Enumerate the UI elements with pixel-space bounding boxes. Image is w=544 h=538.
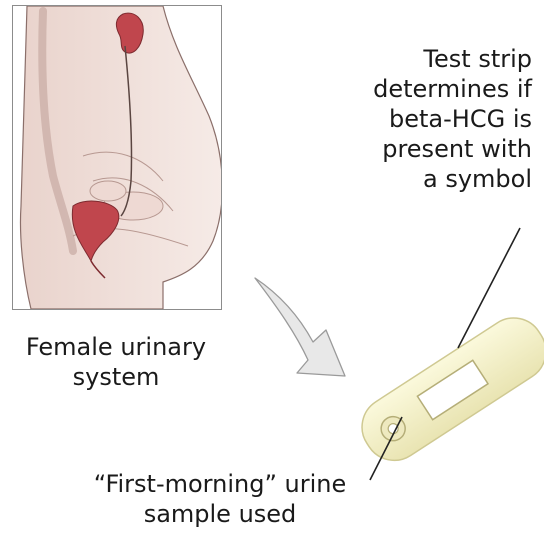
sample-label-line: sample used <box>40 499 400 529</box>
sample-label-line: “First-morning” urine <box>40 469 400 499</box>
female-system-label-line: system <box>0 362 232 392</box>
test-strip-label-line: a symbol <box>300 164 532 194</box>
sample-label: “First-morning” urine sample used <box>40 469 400 529</box>
test-strip-label: Test strip determines if beta-HCG is pre… <box>300 44 532 194</box>
test-strip-label-line: beta-HCG is <box>300 104 532 134</box>
curved-arrow-icon <box>255 278 345 376</box>
female-system-label-line: Female urinary <box>0 332 232 362</box>
test-strip-label-line: present with <box>300 134 532 164</box>
female-system-label: Female urinary system <box>0 332 232 392</box>
test-strip-label-line: Test strip <box>300 44 532 74</box>
test-strip-label-line: determines if <box>300 74 532 104</box>
test-strip-icon <box>351 307 544 472</box>
